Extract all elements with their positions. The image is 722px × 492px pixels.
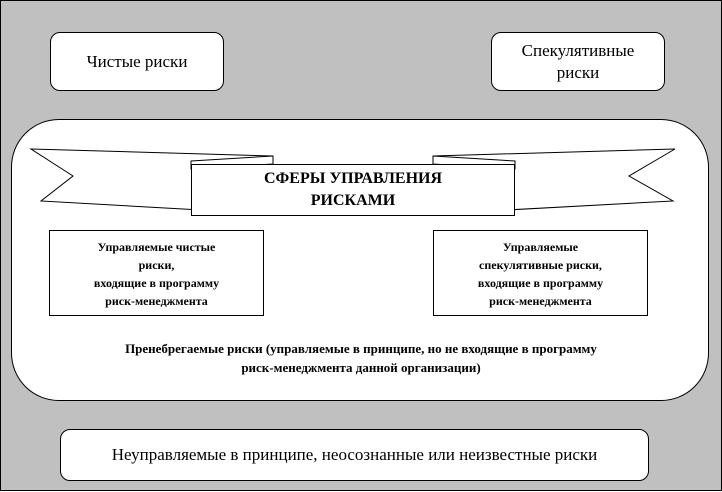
managed-pure-line3: входящие в программу	[93, 276, 220, 290]
neglected-line1: Пренебрегаемые риски (управляемые в прин…	[125, 341, 597, 356]
speculative-risks-line1: Спекулятивные	[521, 40, 635, 60]
managed-spec-line4: риск-менеджмента	[489, 294, 592, 308]
speculative-risks-line2: риски	[556, 62, 600, 82]
speculative-risks-box: Спекулятивные риски	[491, 32, 665, 91]
banner-title-line1: СФЕРЫ УПРАВЛЕНИЯ	[263, 170, 443, 187]
banner-title-box: СФЕРЫ УПРАВЛЕНИЯ РИСКАМИ	[191, 164, 515, 216]
managed-spec-line2: спекулятивные риски,	[479, 258, 602, 272]
neglected-line2: риск-менеджмента данной организации)	[241, 360, 481, 375]
managed-spec-line3: входящие в программу	[477, 276, 604, 290]
pure-risks-box: Чистые риски	[50, 32, 224, 91]
unmanageable-risks-label: Неуправляемые в принципе, неосознанные и…	[111, 445, 598, 464]
managed-pure-line1: Управляемые чистые	[97, 240, 216, 254]
managed-pure-line2: риски,	[138, 258, 175, 272]
neglected-risks-text: Пренебрегаемые риски (управляемые в прин…	[61, 339, 661, 377]
managed-spec-line1: Управляемые	[502, 240, 579, 254]
managed-pure-line4: риск-менеджмента	[105, 294, 208, 308]
managed-pure-risks-box: Управляемые чистые риски, входящие в про…	[49, 230, 264, 316]
managed-speculative-risks-box: Управляемые спекулятивные риски, входящи…	[433, 230, 648, 316]
pure-risks-label: Чистые риски	[86, 51, 188, 71]
unmanageable-risks-box: Неуправляемые в принципе, неосознанные и…	[60, 429, 649, 481]
banner-title-line2: РИСКАМИ	[310, 192, 396, 209]
